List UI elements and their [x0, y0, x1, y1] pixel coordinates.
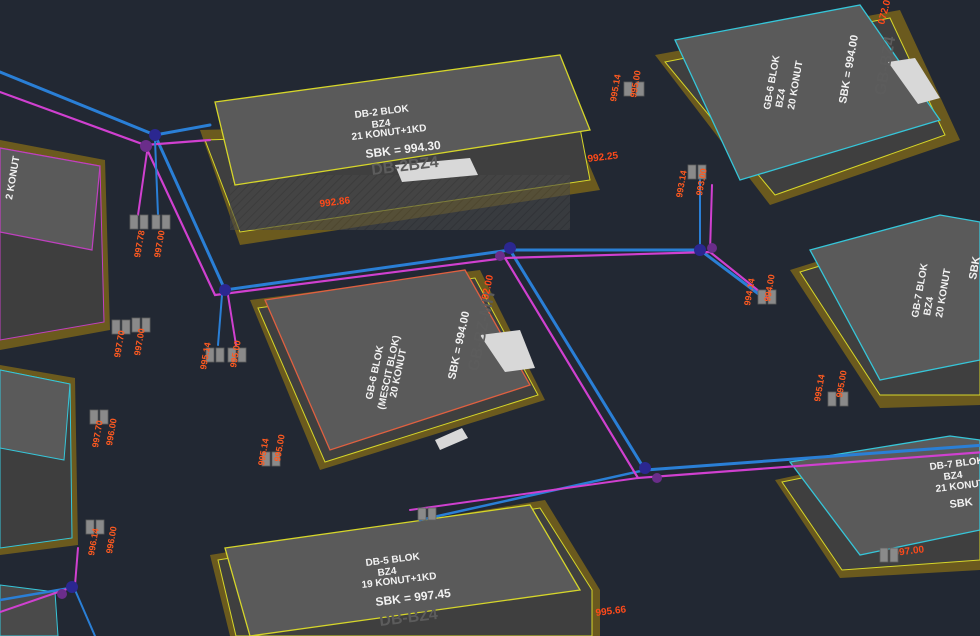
pole-markers	[85, 81, 899, 563]
building-left-middle	[0, 365, 78, 555]
pole-labels: 997.78 997.00 997.70 997.00 997.70 996.0…	[86, 69, 849, 556]
pole-label: 995.00	[628, 69, 643, 98]
pole-label: 995.00	[834, 369, 849, 398]
db2-line2: BZ4	[371, 118, 392, 131]
junction-node	[57, 589, 67, 599]
pole-label: 997.70	[90, 419, 105, 448]
db7-line3: 21 KONUT	[935, 478, 980, 495]
pole-label: 993.00	[694, 167, 709, 196]
db7-sbk: SBK	[949, 496, 974, 511]
db2-elevation-1: 992.86	[319, 195, 351, 210]
pole-label: 994.14	[742, 277, 757, 306]
db5-line2: BZ4	[377, 566, 398, 579]
building-gb7: GB-7 BLOK BZ4 20 KONUT SBK	[790, 214, 980, 408]
pole-label: 995.14	[608, 73, 623, 102]
gbmh-elevation: 92.00	[480, 273, 496, 300]
junction-node	[219, 284, 231, 296]
gb7-line2: BZ4	[922, 296, 936, 317]
db7-line2: BZ4	[943, 470, 964, 483]
junction-node	[149, 129, 161, 141]
junction-node	[652, 473, 662, 483]
junction-node	[694, 244, 706, 256]
db2-elevation-2: 992.25	[587, 150, 619, 165]
pole-label: 995.14	[198, 341, 213, 370]
pole-label: 993.14	[674, 169, 689, 198]
gb7-sbk: SBK	[967, 256, 980, 281]
db7-elevation: 997.00	[893, 544, 925, 559]
building-db5: DB-5 BLOK BZ4 19 KONUT+1KD SBK = 997.45 …	[210, 500, 627, 636]
building-db2: DB-2 BLOK BZ4 21 KONUT+1KD SBK = 994.30 …	[200, 54, 619, 245]
pipe-nodes	[57, 129, 717, 599]
junction-node	[140, 140, 152, 152]
building-gb-mescit: GB-6 BLOK (MESCIT BLOK) 20 KONUT SBK = 9…	[250, 269, 545, 470]
junction-node	[639, 462, 651, 474]
pole-label: 995.00	[228, 339, 243, 368]
gb6-line2: BZ4	[774, 88, 788, 109]
pole-label: 996.00	[104, 417, 119, 446]
pole-label: 997.00	[132, 327, 147, 356]
pole-label: 997.70	[112, 329, 127, 358]
pole-label: 994.00	[762, 273, 777, 302]
pole-label: 996.00	[104, 525, 119, 554]
pole-label: 997.78	[132, 229, 147, 258]
junction-node	[495, 251, 505, 261]
junction-node	[66, 581, 78, 593]
pole-label: 995.00	[272, 433, 287, 462]
building-left-upper: 2 KONUT	[0, 140, 110, 350]
building-db7: DB-7 BLOK BZ4 21 KONUT SBK 997.00	[775, 435, 980, 578]
junction-node	[504, 242, 516, 254]
db5-elevation: 995.66	[595, 604, 627, 619]
pole-label: 997.00	[152, 229, 167, 258]
pole-label: 995.14	[256, 437, 271, 466]
pole-label: 996.14	[86, 527, 101, 556]
pole-label: 995.14	[812, 373, 827, 402]
junction-node	[707, 243, 717, 253]
building-gb6: GB-6 BLOK BZ4 20 KONUT SBK = 994.00 GB-B…	[655, 0, 960, 205]
